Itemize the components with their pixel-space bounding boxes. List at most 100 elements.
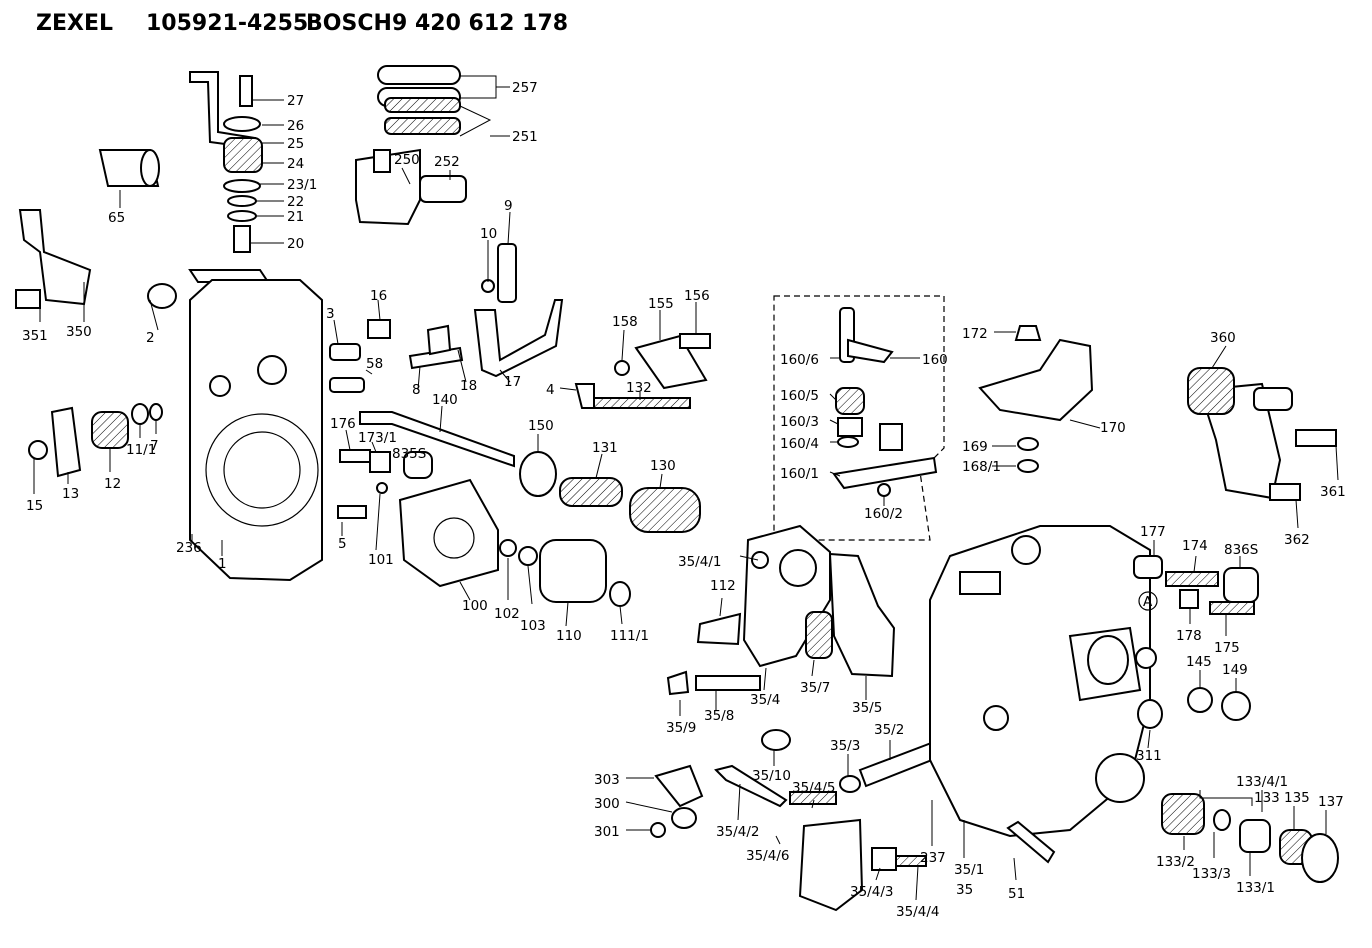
label-150: 150 <box>528 418 554 434</box>
ring-35-3 <box>839 775 861 793</box>
callout-A <box>1138 591 1158 611</box>
label-11-1: 11/1 <box>126 442 156 458</box>
label-24: 24 <box>287 156 304 172</box>
sleeve-110 <box>539 539 607 603</box>
ring-133-3 <box>1213 809 1231 831</box>
clip-101 <box>376 482 388 494</box>
label-160-6: 160/6 <box>780 352 819 368</box>
bolt-58 <box>329 377 365 393</box>
ring-311 <box>1137 699 1163 729</box>
washer-11-1 <box>131 403 149 425</box>
label-170: 170 <box>1100 420 1126 436</box>
label-12: 12 <box>104 476 121 492</box>
label-8: 8 <box>412 382 421 398</box>
housing-1-bore <box>205 413 319 527</box>
label-160-3: 160/3 <box>780 414 819 430</box>
leader-lines <box>33 75 1339 901</box>
label-51: 51 <box>1008 886 1025 902</box>
screw-176 <box>339 449 371 463</box>
spring-35-7 <box>805 611 833 659</box>
label-5: 5 <box>338 536 347 552</box>
lever-35-4-1-boss <box>779 549 817 587</box>
bolt-3 <box>329 343 361 361</box>
flyweight-100-hub <box>433 517 475 559</box>
label-35-4-3: 35/4/3 <box>850 884 893 900</box>
parts-drawings <box>15 65 1339 912</box>
label-35-3: 35/3 <box>830 738 860 754</box>
housing-1 <box>189 279 323 582</box>
label-7: 7 <box>150 438 159 454</box>
lever-35-4-1-pin <box>751 551 769 569</box>
spring-160-5 <box>835 387 865 415</box>
label-110: 110 <box>556 628 582 644</box>
plug-835S <box>403 451 433 479</box>
spring-131 <box>559 477 623 507</box>
label-35-8: 35/8 <box>704 708 734 724</box>
label-65: 65 <box>108 210 125 226</box>
sleeve-160-3 <box>837 417 863 437</box>
label-35-9: 35/9 <box>666 720 696 736</box>
label-160-1: 160/1 <box>780 466 819 482</box>
label-132: 132 <box>626 380 652 396</box>
label-174: 174 <box>1182 538 1208 554</box>
label-252: 252 <box>434 154 460 170</box>
label-35-10: 35/10 <box>752 768 791 784</box>
label-130: 130 <box>650 458 676 474</box>
block-112 <box>696 612 742 646</box>
label-178: 178 <box>1176 628 1202 644</box>
label-237: 237 <box>920 850 946 866</box>
zexel-part-number: 105921-4255 <box>146 11 308 36</box>
label-160-5: 160/5 <box>780 388 819 404</box>
label-133-b: 133 <box>1254 790 1280 806</box>
nut-145 <box>1187 687 1213 713</box>
lever-35-4-6 <box>798 818 864 912</box>
lever-17 <box>473 299 564 378</box>
housing-35 <box>929 525 1151 838</box>
label-35-5: 35/5 <box>852 700 882 716</box>
cap-25-24 <box>223 137 263 173</box>
label-160-4: 160/4 <box>780 436 819 452</box>
bosch-part-number: 9 420 612 178 <box>392 11 568 36</box>
nut-35-4-3 <box>871 847 897 871</box>
label-35-4: 35/4 <box>750 692 780 708</box>
label-9: 9 <box>504 198 513 214</box>
label-257: 257 <box>512 80 538 96</box>
label-112: 112 <box>710 578 736 594</box>
bracket-250-post <box>373 149 391 173</box>
washer-173-1 <box>369 451 391 473</box>
label-1: 1 <box>218 556 227 572</box>
label-236: 236 <box>176 540 202 556</box>
label-145: 145 <box>1186 654 1212 670</box>
label-101: 101 <box>368 552 394 568</box>
housing-35-top-port <box>1011 535 1041 565</box>
label-160: 160 <box>922 352 948 368</box>
sleeve-65-end <box>140 149 160 187</box>
plate-155 <box>634 334 708 390</box>
nut-158 <box>614 360 630 376</box>
ring-23 <box>223 179 261 193</box>
spring-12 <box>91 411 129 449</box>
bolt-156 <box>679 333 711 349</box>
ring-small <box>1135 647 1157 669</box>
label-836S: 836S <box>1224 542 1258 558</box>
screw-5 <box>337 505 367 519</box>
label-15: 15 <box>26 498 43 514</box>
label-155: 155 <box>648 296 674 312</box>
label-35-4-5: 35/4/5 <box>792 780 835 796</box>
tube-257-a <box>377 65 461 85</box>
washer-26 <box>223 116 261 132</box>
spring-251-a <box>384 97 461 113</box>
shaft-140 <box>359 411 515 468</box>
label-23-1: 23/1 <box>287 177 317 193</box>
housing-1-bore-inner <box>223 431 301 509</box>
clip-111-1 <box>609 581 631 607</box>
plug-133-1 <box>1239 819 1271 853</box>
ring-21 <box>227 210 257 222</box>
label-169: 169 <box>962 439 988 455</box>
label-13: 13 <box>62 486 79 502</box>
label-177: 177 <box>1140 524 1166 540</box>
plate-160-1 <box>832 456 938 490</box>
label-135: 135 <box>1284 790 1310 806</box>
pin-35-4-2 <box>714 764 788 808</box>
